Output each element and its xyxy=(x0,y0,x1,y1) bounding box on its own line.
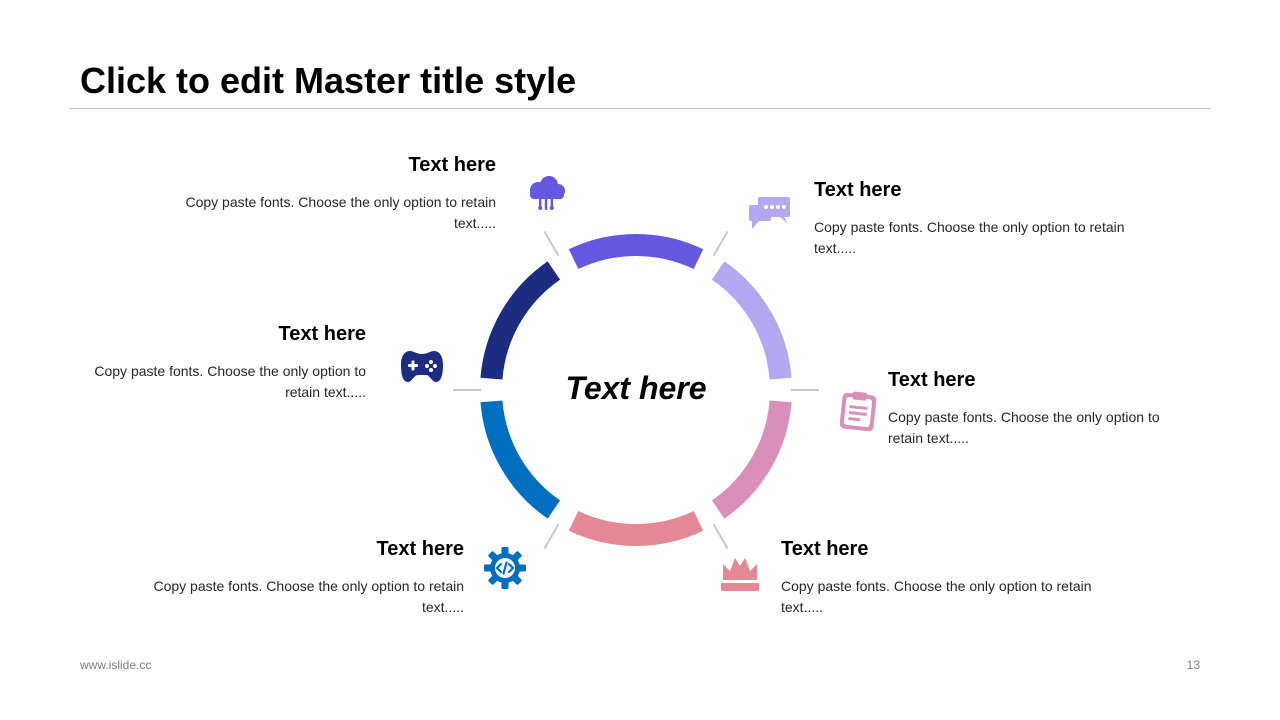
item-5-text: Text here Copy paste fonts. Choose the o… xyxy=(134,537,464,618)
item-4-text: Text here Copy paste fonts. Choose the o… xyxy=(781,537,1111,618)
chat-bubble-icon xyxy=(749,197,790,229)
code-gear-icon xyxy=(484,547,526,589)
center-text[interactable]: Text here xyxy=(565,370,707,406)
item-1-text: Text here Copy paste fonts. Choose the o… xyxy=(166,153,496,234)
title-divider xyxy=(70,108,1210,109)
item-6-text: Text here Copy paste fonts. Choose the o… xyxy=(72,322,366,403)
ring-segment-3 xyxy=(711,400,792,519)
leader-line-5 xyxy=(543,523,560,549)
ring-segment-4 xyxy=(568,510,704,546)
leader-line-1 xyxy=(543,231,560,257)
clipboard-icon xyxy=(839,391,877,432)
leader-line-2 xyxy=(712,231,729,257)
item-heading[interactable]: Text here xyxy=(814,179,902,201)
ring-segment-5 xyxy=(480,400,561,519)
crown-icon xyxy=(721,558,759,591)
item-body[interactable]: Copy paste fonts. Choose the only option… xyxy=(814,219,1125,256)
item-body[interactable]: Copy paste fonts. Choose the only option… xyxy=(781,578,1092,615)
item-heading[interactable]: Text here xyxy=(888,369,976,391)
leader-line-4 xyxy=(712,523,729,549)
slide-title[interactable]: Click to edit Master title style xyxy=(80,60,577,101)
ring-segment-1 xyxy=(568,234,704,270)
ring-segment-2 xyxy=(711,261,792,380)
gamepad-icon xyxy=(401,351,443,382)
item-heading[interactable]: Text here xyxy=(376,538,464,560)
item-heading[interactable]: Text here xyxy=(278,323,366,345)
ring-segment-6 xyxy=(480,261,561,380)
cloud-computing-icon xyxy=(530,176,565,210)
item-2-text: Text here Copy paste fonts. Choose the o… xyxy=(814,178,1144,259)
item-heading[interactable]: Text here xyxy=(408,154,496,176)
item-body[interactable]: Copy paste fonts. Choose the only option… xyxy=(153,578,464,615)
page-number: 13 xyxy=(1186,658,1200,672)
footer-url: www.islide.cc xyxy=(80,658,152,672)
item-heading[interactable]: Text here xyxy=(781,538,869,560)
item-3-text: Text here Copy paste fonts. Choose the o… xyxy=(888,368,1183,449)
item-body[interactable]: Copy paste fonts. Choose the only option… xyxy=(94,363,366,400)
item-body[interactable]: Copy paste fonts. Choose the only option… xyxy=(185,194,496,231)
item-body[interactable]: Copy paste fonts. Choose the only option… xyxy=(888,409,1160,446)
